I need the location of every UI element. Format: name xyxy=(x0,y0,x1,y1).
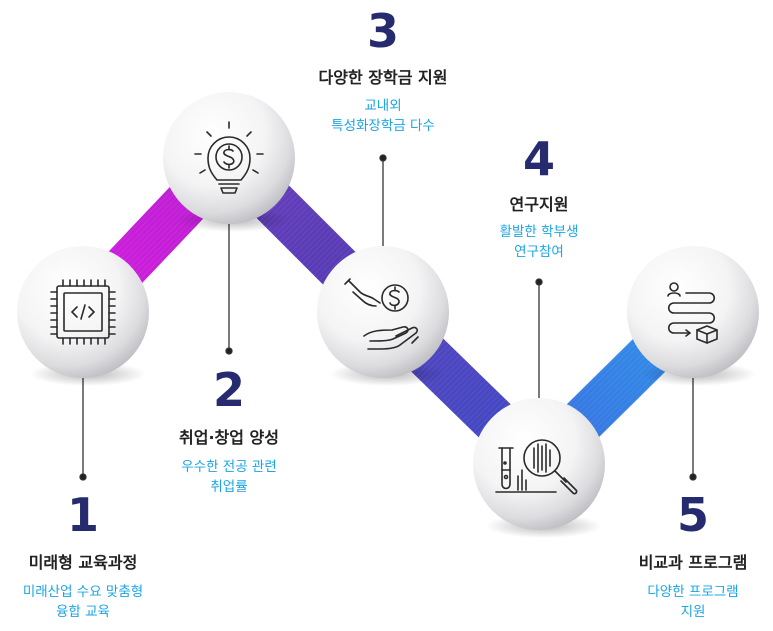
step-desc-2-line-2: 취업률 xyxy=(210,479,248,495)
step-number-3: 3 xyxy=(366,4,399,58)
step-desc-4-line-1: 활발한 학부생 xyxy=(499,224,579,240)
lab-research-icon xyxy=(495,439,578,495)
step-desc-5-line-1: 다양한 프로그램 xyxy=(647,584,739,600)
node-2 xyxy=(163,92,295,232)
node-3 xyxy=(317,246,449,386)
step-desc-4: 활발한 학부생 연구참여 xyxy=(469,222,609,262)
step-number-2: 2 xyxy=(212,363,245,417)
step-desc-4-line-2: 연구참여 xyxy=(514,244,564,260)
leader-line-3 xyxy=(379,154,387,246)
step-desc-5: 다양한 프로그램 지원 xyxy=(613,582,773,622)
step-desc-3-line-1: 교내외 xyxy=(364,98,402,114)
step-title-5: 비교과 프로그램 xyxy=(638,553,748,572)
step-desc-1: 미래산업 수요 맞춤형 융합 교육 xyxy=(0,582,166,622)
step-title-1: 미래형 교육과정 xyxy=(28,553,138,572)
step-desc-2: 우수한 전공 관련 취업률 xyxy=(149,457,309,497)
step-number-1: 1 xyxy=(66,488,99,542)
step-number-4: 4 xyxy=(522,132,555,186)
step-desc-5-line-2: 지원 xyxy=(680,604,706,620)
node-5 xyxy=(627,246,759,386)
chip-code-icon xyxy=(50,279,116,345)
hand-coin-icon xyxy=(344,278,419,350)
step-number-5: 5 xyxy=(676,488,709,542)
leader-line-4 xyxy=(535,278,543,398)
step-desc-1-line-2: 융합 교육 xyxy=(56,604,110,620)
step-desc-3-line-2: 특성화장학금 다수 xyxy=(331,118,435,134)
step-title-3: 다양한 장학금 지원 xyxy=(318,68,448,87)
step-desc-1-line-1: 미래산업 수요 맞춤형 xyxy=(22,584,144,600)
leader-line-5 xyxy=(689,378,697,481)
node-4 xyxy=(473,398,605,538)
step-title-4: 연구지원 xyxy=(509,195,569,214)
step-desc-2-line-1: 우수한 전공 관련 xyxy=(181,459,277,475)
lightbulb-dollar-icon xyxy=(194,121,264,194)
step-desc-3: 교내외 특성화장학금 다수 xyxy=(288,96,478,136)
leader-line-1 xyxy=(79,378,87,481)
step-title-2: 취업·창업 양성 xyxy=(179,428,279,447)
path-program-icon xyxy=(667,282,718,344)
leader-line-2 xyxy=(225,224,233,355)
node-1 xyxy=(17,246,149,386)
